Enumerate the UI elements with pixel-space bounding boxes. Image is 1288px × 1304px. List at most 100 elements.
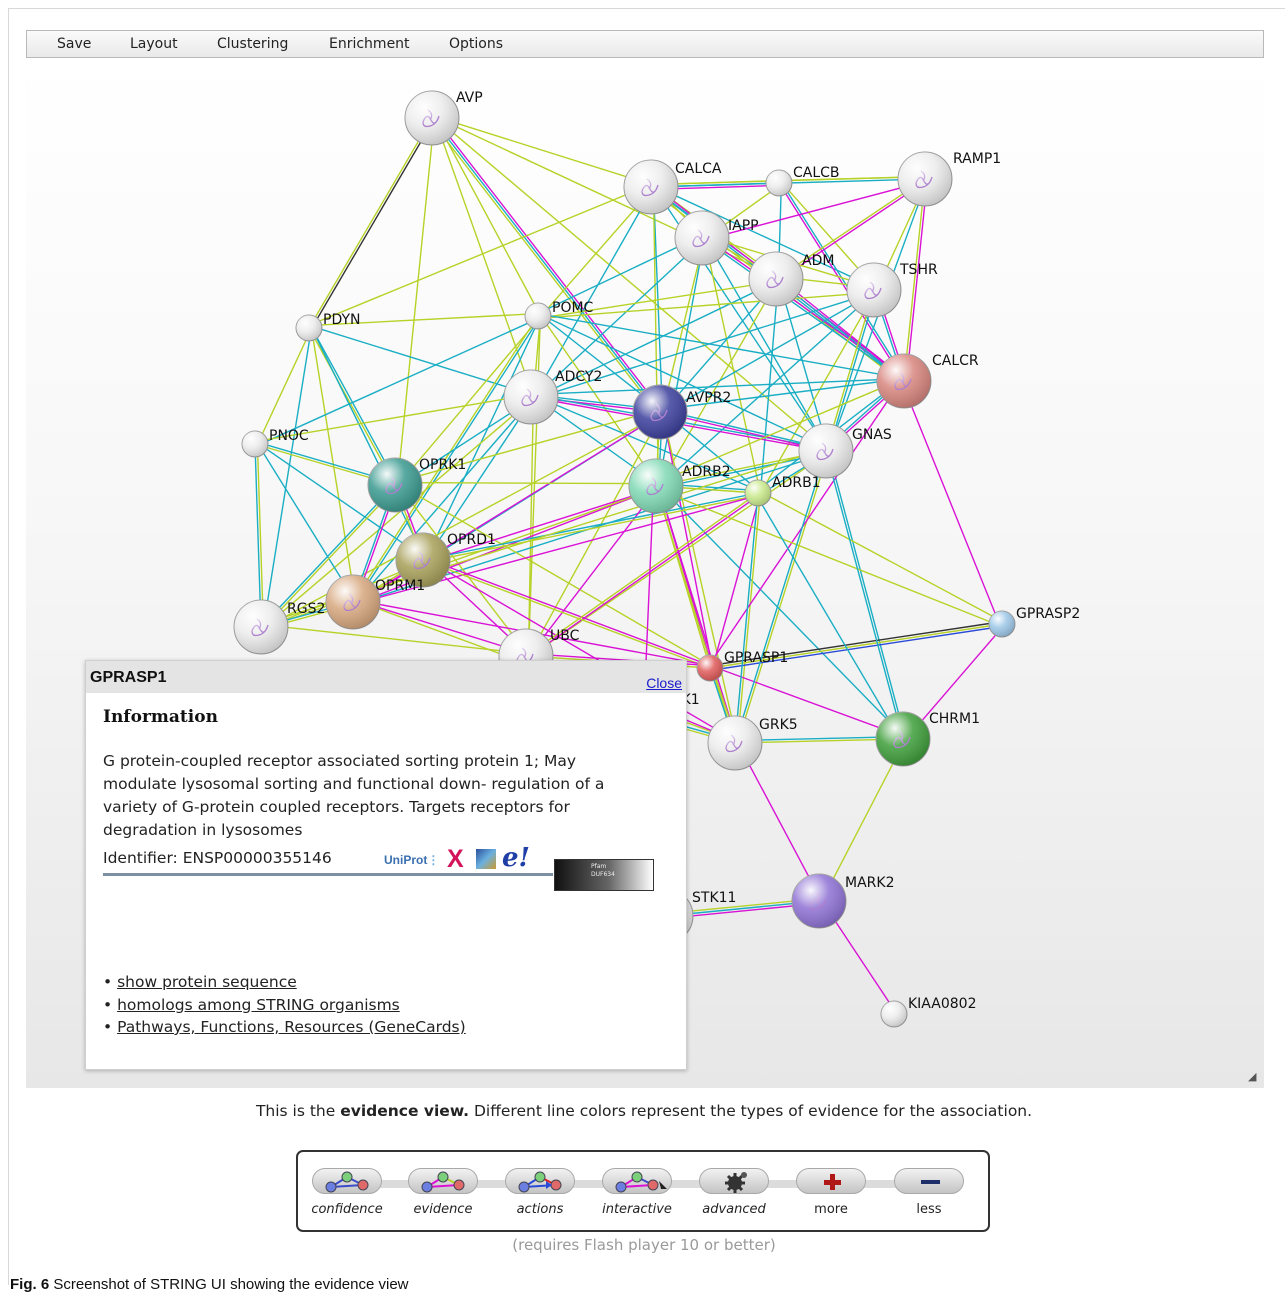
ensembl-icon[interactable]: e! bbox=[502, 843, 530, 873]
edge-database[interactable] bbox=[777, 278, 829, 451]
edge-textmining[interactable] bbox=[652, 186, 660, 486]
edge-database[interactable] bbox=[538, 313, 828, 450]
edge-database[interactable] bbox=[256, 442, 356, 602]
edge-database[interactable] bbox=[734, 735, 903, 742]
interactive-view-button[interactable]: interactive bbox=[598, 1168, 676, 1224]
node-tshr[interactable]: TSHR bbox=[846, 262, 938, 318]
edge-coexpression[interactable] bbox=[709, 620, 1002, 667]
edge-database[interactable] bbox=[660, 291, 876, 415]
edge-database[interactable] bbox=[260, 484, 396, 628]
popup-close-link[interactable]: Close bbox=[646, 675, 682, 691]
edge-experiment[interactable] bbox=[707, 379, 903, 668]
edge-textmining[interactable] bbox=[736, 451, 829, 744]
edge-textmining[interactable] bbox=[655, 485, 736, 744]
node-kiaa0802[interactable]: KIAA0802 bbox=[880, 996, 976, 1028]
node-rgs2[interactable]: RGS2 bbox=[233, 599, 325, 655]
pfam-domain[interactable]: Pfam DUF634 bbox=[554, 859, 654, 891]
node-adcy2[interactable]: ADCY2 bbox=[503, 369, 602, 425]
edge-database[interactable] bbox=[657, 238, 706, 487]
node-pdyn[interactable]: PDYN bbox=[295, 312, 360, 342]
edge-experiment[interactable] bbox=[659, 411, 827, 452]
node-oprd1[interactable]: OPRD1 bbox=[395, 532, 496, 588]
edge-database[interactable] bbox=[827, 450, 906, 739]
edge-textmining[interactable] bbox=[657, 279, 779, 488]
edge-textmining[interactable] bbox=[539, 188, 654, 319]
node-iapp[interactable]: IAPP bbox=[674, 210, 759, 266]
edge-textmining[interactable] bbox=[254, 393, 531, 443]
menu-options[interactable]: Options bbox=[449, 36, 504, 52]
edge-textmining[interactable] bbox=[262, 398, 534, 630]
genecards-link[interactable]: Pathways, Functions, Resources (GeneCard… bbox=[117, 1018, 466, 1036]
edge-textmining[interactable] bbox=[758, 490, 1004, 623]
edge-textmining[interactable] bbox=[396, 483, 529, 655]
menu-clustering[interactable]: Clustering bbox=[217, 36, 289, 52]
edge-database[interactable] bbox=[734, 450, 827, 744]
edge-experiment[interactable] bbox=[657, 485, 738, 743]
edge-database[interactable] bbox=[354, 398, 534, 605]
edge-textmining[interactable] bbox=[261, 623, 527, 655]
advanced-view-button[interactable]: advanced bbox=[695, 1168, 773, 1224]
edge-database[interactable] bbox=[531, 291, 875, 400]
node-pomc[interactable]: POMC bbox=[524, 300, 594, 330]
node-oprk1[interactable]: OPRK1 bbox=[367, 457, 466, 513]
edge-experiment[interactable] bbox=[710, 665, 905, 738]
edge-textmining[interactable] bbox=[352, 315, 539, 603]
node-calca[interactable]: CALCA bbox=[623, 159, 722, 215]
edge-database[interactable] bbox=[538, 312, 905, 380]
edge-experiment[interactable] bbox=[526, 494, 760, 659]
edge-neighborhood[interactable] bbox=[710, 625, 1003, 672]
menu-enrichment[interactable]: Enrichment bbox=[329, 36, 410, 52]
actions-view-button[interactable]: actions bbox=[501, 1168, 579, 1224]
node-gprasp2[interactable]: GPRASP2 bbox=[988, 606, 1080, 638]
edge-textmining[interactable] bbox=[308, 312, 538, 327]
genecards-icon[interactable] bbox=[476, 849, 496, 869]
edge-experiment[interactable] bbox=[778, 182, 905, 382]
edge-textmining[interactable] bbox=[825, 289, 875, 452]
edge-experiment[interactable] bbox=[353, 599, 527, 655]
edge-experiment[interactable] bbox=[702, 180, 926, 241]
edge-textmining[interactable] bbox=[775, 178, 926, 280]
edge-database[interactable] bbox=[424, 397, 534, 562]
node-chrm1[interactable]: CHRM1 bbox=[875, 711, 980, 767]
edge-textmining[interactable] bbox=[527, 412, 663, 658]
edge-database[interactable] bbox=[354, 316, 541, 604]
edge-database[interactable] bbox=[310, 326, 398, 485]
edge-database[interactable] bbox=[657, 291, 877, 489]
edge-textmining[interactable] bbox=[429, 119, 659, 414]
edge-textmining[interactable] bbox=[394, 409, 660, 484]
edge-database[interactable] bbox=[431, 117, 661, 413]
edge-database[interactable] bbox=[701, 237, 905, 382]
confidence-view-button[interactable]: confidence bbox=[308, 1168, 386, 1224]
edge-experiment[interactable] bbox=[736, 741, 822, 901]
edge-textmining[interactable] bbox=[395, 481, 657, 485]
edge-database[interactable] bbox=[254, 443, 262, 628]
node-avp[interactable]: AVP bbox=[404, 90, 483, 146]
node-adrb1[interactable]: ADRB1 bbox=[744, 475, 821, 507]
edge-textmining[interactable] bbox=[433, 116, 541, 316]
edge-textmining[interactable] bbox=[820, 739, 906, 903]
edge-database[interactable] bbox=[759, 279, 780, 494]
edge-database[interactable] bbox=[825, 450, 904, 740]
edge-experiment[interactable] bbox=[776, 180, 927, 282]
node-oprm1[interactable]: OPRM1 bbox=[325, 574, 425, 630]
node-adrb2[interactable]: ADRB2 bbox=[628, 458, 731, 514]
edge-experiment[interactable] bbox=[433, 116, 663, 411]
edge-database[interactable] bbox=[659, 377, 904, 411]
node-grk5[interactable]: GRK5 bbox=[707, 715, 798, 771]
x-link-icon[interactable]: X bbox=[447, 845, 464, 873]
edge-textmining[interactable] bbox=[709, 623, 1003, 669]
edge-textmining[interactable] bbox=[527, 397, 535, 657]
edge-database[interactable] bbox=[734, 492, 759, 744]
edge-textmining[interactable] bbox=[396, 118, 436, 486]
edge-textmining[interactable] bbox=[527, 316, 542, 657]
node-pnoc[interactable]: PNOC bbox=[241, 428, 309, 458]
edge-textmining[interactable] bbox=[736, 493, 762, 744]
edge-textmining[interactable] bbox=[256, 443, 265, 627]
edge-textmining[interactable] bbox=[422, 559, 711, 669]
edge-database[interactable] bbox=[532, 239, 705, 400]
edge-experiment[interactable] bbox=[901, 381, 1001, 626]
edge-textmining[interactable] bbox=[308, 327, 396, 486]
edge-experiment[interactable] bbox=[711, 493, 761, 669]
edge-textmining[interactable] bbox=[538, 291, 875, 320]
edge-textmining[interactable] bbox=[308, 117, 433, 329]
